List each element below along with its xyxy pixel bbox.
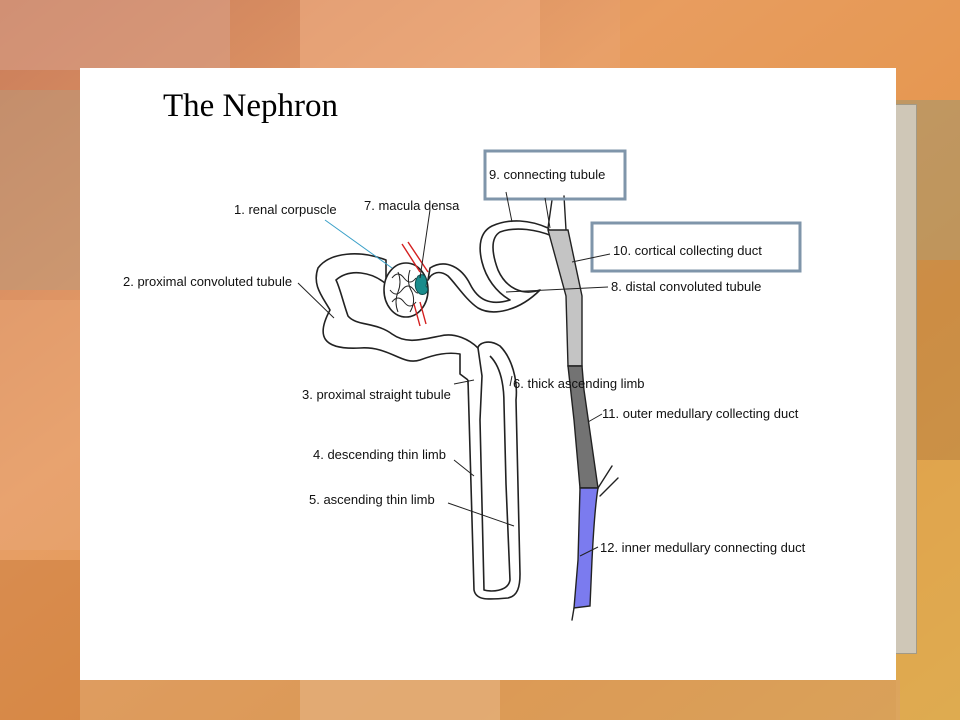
label-proximal-straight: 3. proximal straight tubule: [302, 387, 451, 402]
label-descending-thin: 4. descending thin limb: [313, 447, 446, 462]
label-inner-medullary: 12. inner medullary connecting duct: [600, 540, 806, 555]
slide-side-panel: [896, 104, 917, 654]
label-thick-ascending: 6. thick ascending limb: [513, 376, 645, 391]
leader-renal-corpuscle: [324, 219, 393, 269]
distal-tubule-shape: [427, 220, 553, 313]
leader-thick-ascending: [509, 375, 513, 387]
leader-proximal-straight: [453, 379, 475, 385]
leader-distal-convoluted: [505, 286, 609, 293]
cortical-collecting-duct: [547, 229, 583, 367]
leader-proximal-convoluted: [297, 282, 335, 319]
afferent-vessel-lines: [401, 241, 429, 327]
leader-descending-thin: [453, 459, 475, 477]
label-macula-densa: 7. macula densa: [364, 198, 460, 213]
macula-densa-shape: [414, 274, 429, 295]
leader-ascending-thin: [447, 502, 515, 527]
label-outer-medullary: 11. outer medullary collecting duct: [602, 406, 799, 421]
label-distal-convoluted: 8. distal convoluted tubule: [611, 279, 761, 294]
connecting-tubule-leads: [547, 195, 567, 231]
duct-branch-lines: [571, 465, 619, 621]
label-connecting-tubule: 9. connecting tubule: [489, 167, 605, 182]
loop-of-henle-shape: [467, 341, 521, 600]
connecting-tubule-highlight-box: [483, 149, 627, 201]
label-renal-corpuscle: 1. renal corpuscle: [234, 202, 337, 217]
leader-cortical-collecting: [571, 253, 611, 263]
slide-title: The Nephron: [163, 88, 339, 124]
leader-outer-medullary: [587, 413, 603, 423]
inner-medullary-collecting-duct: [573, 487, 599, 609]
label-cortical-collecting: 10. cortical collecting duct: [613, 243, 762, 258]
leader-inner-medullary: [579, 546, 599, 557]
label-proximal-convoluted: 2. proximal convoluted tubule: [123, 274, 292, 289]
leader-macula-densa: [419, 209, 431, 279]
leader-connecting-tubule: [505, 191, 551, 229]
label-ascending-thin: 5. ascending thin limb: [309, 492, 435, 507]
cortical-collecting-duct-highlight-box: [590, 221, 802, 273]
